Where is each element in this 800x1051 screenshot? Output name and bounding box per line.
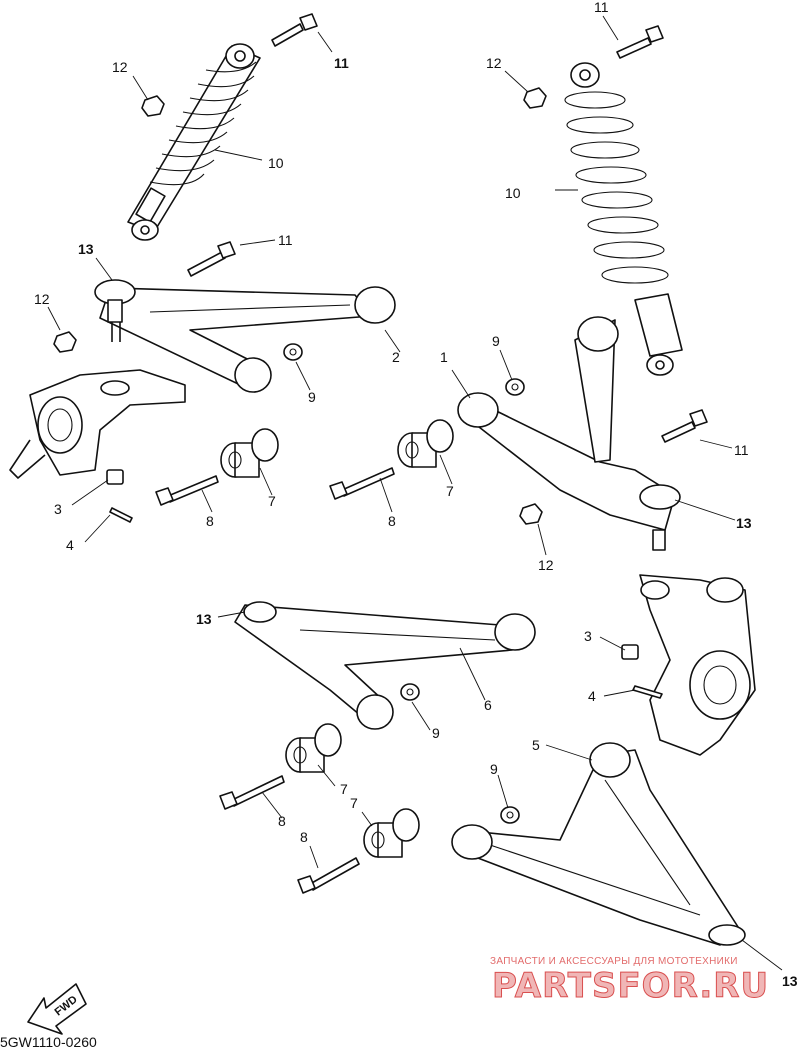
callout-8: 8 xyxy=(206,513,214,529)
collar-9-a xyxy=(283,343,303,361)
callout-11: 11 xyxy=(334,55,349,71)
callout-12: 12 xyxy=(538,557,554,573)
collar-9-c xyxy=(400,683,420,701)
upper-right-a-arm xyxy=(457,316,681,551)
callout-12: 12 xyxy=(34,291,50,307)
bolt-11-d xyxy=(661,409,708,443)
callout-7: 7 xyxy=(446,483,454,499)
bolt-11-a xyxy=(271,13,318,47)
lower-right-a-arm xyxy=(451,742,746,946)
callout-10: 10 xyxy=(505,185,521,201)
callout-13: 13 xyxy=(782,973,798,989)
fwd-arrow: FWD xyxy=(27,983,87,1035)
callout-2: 2 xyxy=(392,349,400,365)
watermark-tagline: ЗАПЧАСТИ И АКСЕССУАРЫ ДЛЯ МОТОТЕХНИКИ xyxy=(490,956,738,967)
cotter-pin-4-b xyxy=(632,685,663,699)
callout-7: 7 xyxy=(350,795,358,811)
bolt-8-b xyxy=(329,467,395,500)
nut-12-d xyxy=(519,503,543,525)
watermark-brand: PARTSFOR.RU xyxy=(491,966,770,1007)
collar-9-b xyxy=(505,378,525,396)
collar-9-d xyxy=(500,806,520,824)
callout-13: 13 xyxy=(196,611,212,627)
cotter-pin-4-a xyxy=(109,507,133,523)
callout-11: 11 xyxy=(734,442,749,458)
bolt-11-b xyxy=(187,241,236,277)
bolt-8-c xyxy=(219,775,285,810)
right-shock-absorber xyxy=(564,62,683,376)
upper-left-a-arm xyxy=(94,279,396,393)
callout-9: 9 xyxy=(432,725,440,741)
bolt-8-a xyxy=(155,475,219,506)
callout-6: 6 xyxy=(484,697,492,713)
callout-11: 11 xyxy=(594,0,609,15)
callout-13: 13 xyxy=(736,515,752,531)
callout-9: 9 xyxy=(490,761,498,777)
castle-nut-3-a xyxy=(106,469,124,485)
callout-9: 9 xyxy=(308,389,316,405)
callout-11: 11 xyxy=(278,232,293,248)
bolt-11-c xyxy=(616,25,664,59)
bushing-7-d xyxy=(363,808,420,858)
castle-nut-3-b xyxy=(621,644,639,660)
nut-12-c xyxy=(523,87,547,109)
bolt-8-d xyxy=(297,857,360,894)
callout-9: 9 xyxy=(492,333,500,349)
left-steering-knuckle xyxy=(9,369,186,479)
bushing-7-a xyxy=(220,428,279,478)
nut-12-a xyxy=(141,95,165,117)
callout-5: 5 xyxy=(532,737,540,753)
callout-13: 13 xyxy=(78,241,94,257)
callout-8: 8 xyxy=(388,513,396,529)
leader-lines xyxy=(47,15,783,971)
drawing-code: 5GW1110-0260 xyxy=(0,1034,97,1050)
lower-left-a-arm xyxy=(234,601,536,730)
callout-10: 10 xyxy=(268,155,284,171)
callout-8: 8 xyxy=(278,813,286,829)
callout-12: 12 xyxy=(486,55,502,71)
callout-labels: 12 11 10 13 11 12 2 9 3 4 7 8 11 12 10 1… xyxy=(34,0,798,989)
callout-3: 3 xyxy=(584,628,592,644)
callout-4: 4 xyxy=(66,537,74,553)
callout-1: 1 xyxy=(440,349,448,365)
callout-8: 8 xyxy=(300,829,308,845)
callout-4: 4 xyxy=(588,688,596,704)
bushing-7-b xyxy=(397,419,454,468)
callout-3: 3 xyxy=(54,501,62,517)
nut-12-b xyxy=(53,331,77,353)
left-shock-absorber xyxy=(127,43,261,241)
callout-7: 7 xyxy=(268,493,276,509)
callout-7: 7 xyxy=(340,781,348,797)
callout-12: 12 xyxy=(112,59,128,75)
right-steering-knuckle xyxy=(639,574,756,756)
bushing-7-c xyxy=(285,723,342,773)
